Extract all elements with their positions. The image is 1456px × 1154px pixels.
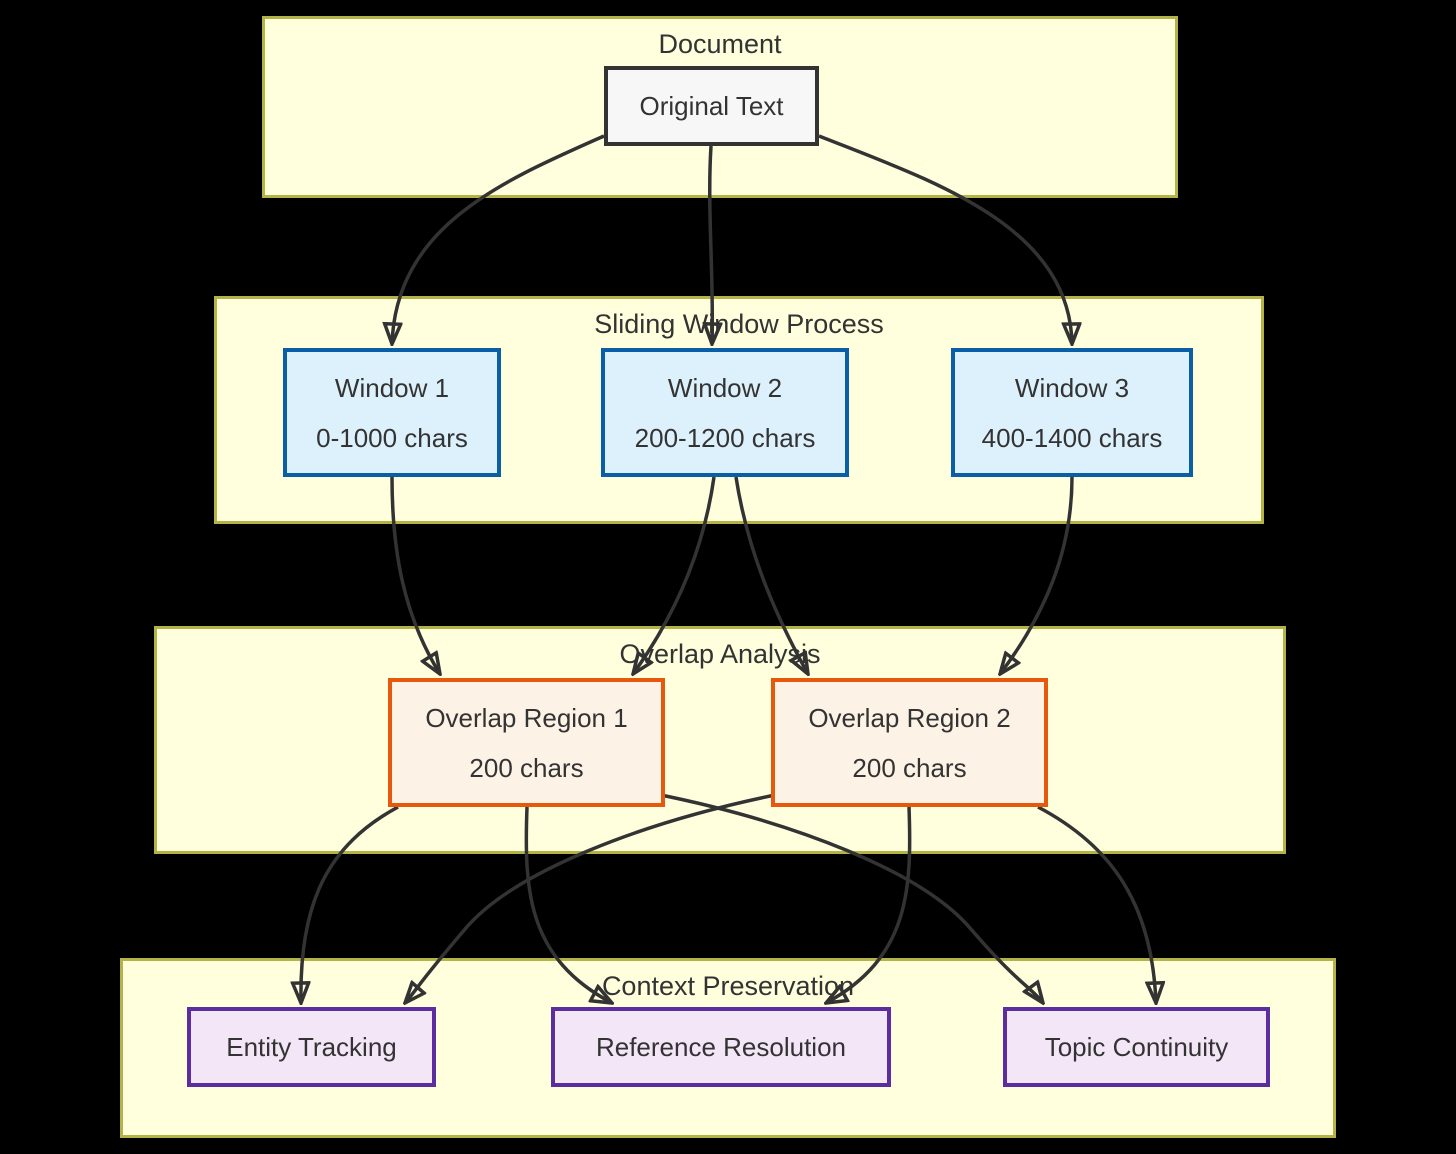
edge-window-3-to-overlap-region-2 bbox=[1000, 476, 1074, 674]
edge-window-2-to-overlap-region-2 bbox=[734, 476, 808, 674]
node-overlap-region-1-size: 200 chars bbox=[469, 752, 584, 783]
edge-window-2-to-overlap-region-1 bbox=[633, 476, 716, 674]
node-window-3: Window 3 400-1400 chars bbox=[951, 348, 1193, 477]
cluster-sliding-window-process-title: Sliding Window Process bbox=[594, 309, 884, 339]
edge-overlap-region-1-to-entity-tracking bbox=[301, 805, 399, 1003]
node-reference-resolution-label: Reference Resolution bbox=[595, 1032, 847, 1062]
cluster-context-preservation-title: Context Preservation bbox=[601, 971, 855, 1001]
cluster-overlap-analysis: Overlap Analysis bbox=[154, 626, 1286, 854]
edge-overlap-region-2-to-entity-tracking bbox=[405, 792, 781, 1003]
node-entity-tracking: Entity Tracking bbox=[187, 1007, 436, 1087]
node-window-1-range: 0-1000 chars bbox=[316, 422, 468, 453]
cluster-document-title: Document bbox=[658, 29, 782, 59]
edge-window-1-to-overlap-region-1 bbox=[390, 476, 440, 674]
edge-overlap-region-2-to-reference-resolution bbox=[826, 806, 912, 1003]
node-window-3-range: 400-1400 chars bbox=[981, 422, 1163, 453]
node-window-1: Window 1 0-1000 chars bbox=[283, 348, 501, 477]
edge-overlap-region-1-to-reference-resolution bbox=[524, 806, 612, 1003]
node-overlap-region-1: Overlap Region 1 200 chars bbox=[388, 678, 665, 807]
node-overlap-region-2-title: Overlap Region 2 bbox=[808, 702, 1011, 733]
node-window-2-title: Window 2 bbox=[667, 372, 783, 403]
node-reference-resolution: Reference Resolution bbox=[551, 1007, 891, 1087]
node-original-text-label: Original Text bbox=[639, 91, 784, 121]
edge-original-text-to-window-2 bbox=[710, 145, 713, 344]
edge-overlap-region-2-to-topic-continuity bbox=[1037, 805, 1156, 1003]
node-overlap-region-2-size: 200 chars bbox=[852, 752, 967, 783]
node-window-1-title: Window 1 bbox=[334, 372, 450, 403]
node-original-text: Original Text bbox=[604, 66, 819, 146]
node-window-2: Window 2 200-1200 chars bbox=[601, 348, 849, 477]
node-overlap-region-1-title: Overlap Region 1 bbox=[425, 702, 628, 733]
node-topic-continuity: Topic Continuity bbox=[1003, 1007, 1270, 1087]
edge-overlap-region-1-to-topic-continuity bbox=[655, 792, 1043, 1003]
node-window-2-range: 200-1200 chars bbox=[634, 422, 816, 453]
node-window-3-title: Window 3 bbox=[1014, 372, 1130, 403]
node-entity-tracking-label: Entity Tracking bbox=[226, 1032, 397, 1062]
edge-original-text-to-window-1 bbox=[392, 134, 605, 344]
edge-original-text-to-window-3 bbox=[818, 134, 1072, 344]
node-topic-continuity-label: Topic Continuity bbox=[1044, 1032, 1229, 1062]
node-overlap-region-2: Overlap Region 2 200 chars bbox=[771, 678, 1048, 807]
